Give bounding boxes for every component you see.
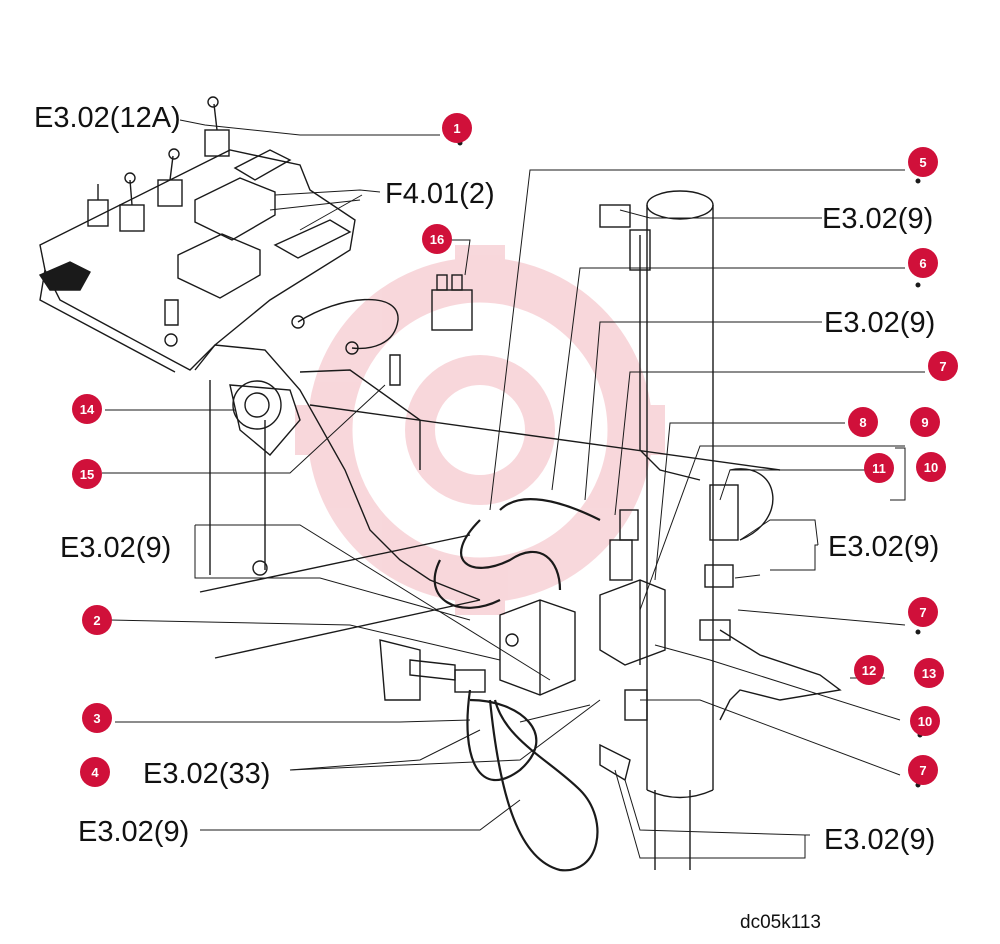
callout-6[interactable]: 6 (908, 248, 938, 278)
return-pipe (719, 629, 842, 721)
rocker-switches (177, 149, 352, 299)
ref-label-e302-9-bottom-right: E3.02(9) (824, 824, 936, 856)
callout-7-top[interactable]: 7 (928, 351, 958, 381)
callout-1[interactable]: 1 (442, 113, 472, 143)
ref-label-e302-9-upper: E3.02(9) (824, 307, 936, 339)
callout-7-middle[interactable]: 7 (908, 597, 938, 627)
ref-label-e302-12a: E3.02(12A) (34, 102, 181, 134)
callout-7-bottom[interactable]: 7 (908, 755, 938, 785)
callout-13[interactable]: 13 (914, 658, 944, 688)
callout-4[interactable]: 4 (80, 757, 110, 787)
valve-block-right (599, 579, 666, 666)
callout-9[interactable]: 9 (910, 407, 940, 437)
hoses (433, 498, 601, 872)
callout-16[interactable]: 16 (422, 224, 452, 254)
toggle-switches (87, 96, 230, 232)
ref-label-f401-2: F4.01(2) (385, 178, 495, 210)
hydraulic-cylinder (646, 190, 714, 870)
ref-label-e302-9-bottom-left: E3.02(9) (78, 816, 190, 848)
ref-label-e302-9-top: E3.02(9) (822, 203, 934, 235)
callout-8[interactable]: 8 (848, 407, 878, 437)
ref-label-e302-33: E3.02(33) (143, 758, 271, 790)
callout-10-bottom[interactable]: 10 (910, 706, 940, 736)
control-panel-plate (39, 149, 356, 371)
callout-5[interactable]: 5 (908, 147, 938, 177)
ground-cable (297, 298, 399, 350)
panel-handle (38, 261, 91, 291)
drawing-code: dc05k113 (740, 912, 821, 933)
ref-label-e302-9-right: E3.02(9) (828, 531, 940, 563)
callout-11[interactable]: 11 (864, 453, 894, 483)
valve-block-left (499, 599, 576, 696)
callout-10-top[interactable]: 10 (916, 452, 946, 482)
callout-2[interactable]: 2 (82, 605, 112, 635)
callout-15[interactable]: 15 (72, 459, 102, 489)
frame-body (194, 344, 481, 601)
callout-3[interactable]: 3 (82, 703, 112, 733)
ref-label-e302-9-left: E3.02(9) (60, 532, 172, 564)
callout-12[interactable]: 12 (854, 655, 884, 685)
callout-14[interactable]: 14 (72, 394, 102, 424)
